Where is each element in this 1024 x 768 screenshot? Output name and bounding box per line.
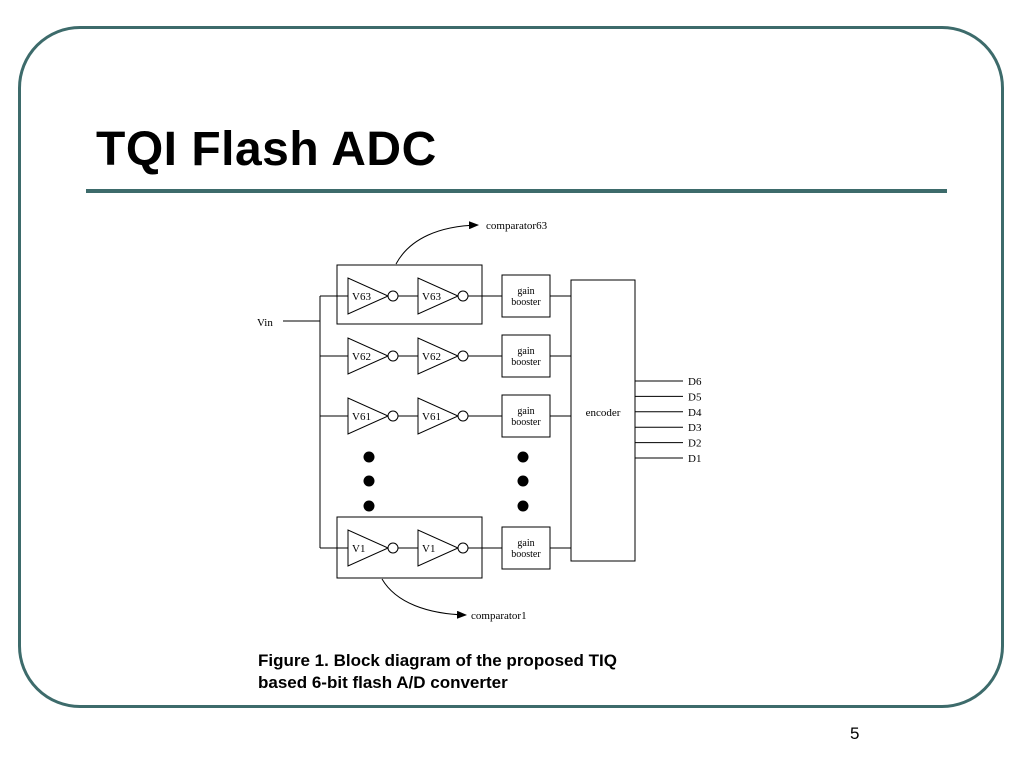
inverter-bubble <box>457 290 469 302</box>
gain-booster-block <box>501 334 551 378</box>
inverter-triangle <box>417 529 460 567</box>
inverter-bubble <box>457 350 469 362</box>
inverter-label: V62 <box>352 351 371 363</box>
figure-caption: Figure 1. Block diagram of the proposed … <box>258 650 778 694</box>
inverter-triangle <box>347 277 390 315</box>
inverter-triangle <box>347 397 390 435</box>
inverter-label: V62 <box>422 351 441 363</box>
comparator1-label: comparator1 <box>471 610 527 622</box>
inverter-label: V1 <box>422 543 435 555</box>
title-underline <box>86 189 947 193</box>
gain-booster-label: gain <box>517 286 534 297</box>
ellipsis-dot <box>517 500 529 512</box>
output-label: D1 <box>688 453 701 465</box>
gain-booster-label: booster <box>511 549 541 560</box>
output-label: D2 <box>688 438 701 450</box>
vin-label: Vin <box>257 317 273 329</box>
inverter-triangle <box>417 397 460 435</box>
page-number: 5 <box>850 724 860 743</box>
inverter-bubble <box>387 350 399 362</box>
inverter-bubble <box>457 542 469 554</box>
caption-line-1: Figure 1. Block diagram of the proposed … <box>258 651 617 670</box>
inverter-label: V1 <box>352 543 365 555</box>
inverter-triangle <box>417 337 460 375</box>
output-label: D5 <box>688 391 702 403</box>
inverter-bubble <box>387 410 399 422</box>
inverter-triangle <box>347 337 390 375</box>
gain-booster-label: gain <box>517 406 534 417</box>
inverter-bubble <box>387 290 399 302</box>
slide-frame <box>18 26 1004 708</box>
ellipsis-dot <box>517 475 529 487</box>
ellipsis-dot <box>517 451 529 463</box>
slide-title: TQI Flash ADC <box>96 123 437 176</box>
comparator63-arrow <box>395 221 479 265</box>
inverter-triangle <box>417 277 460 315</box>
inverter-label: V61 <box>352 411 371 423</box>
inverter-bubble <box>387 542 399 554</box>
gain-booster-label: gain <box>517 538 534 549</box>
gain-booster-label: booster <box>511 357 541 368</box>
gain-booster-label: booster <box>511 297 541 308</box>
gain-booster-label: booster <box>511 417 541 428</box>
gain-booster-block <box>501 526 551 570</box>
gain-booster-label: gain <box>517 346 534 357</box>
ellipsis-dot <box>363 451 375 463</box>
comparator63-box <box>336 264 483 325</box>
inverter-bubble <box>457 410 469 422</box>
ellipsis-dot <box>363 475 375 487</box>
inverter-triangle <box>347 529 390 567</box>
encoder-block <box>570 279 636 562</box>
output-label: D6 <box>688 376 702 388</box>
encoder-label: encoder <box>586 407 621 419</box>
inverter-label: V63 <box>352 291 371 303</box>
inverter-label: V63 <box>422 291 441 303</box>
output-label: D3 <box>688 422 702 434</box>
caption-line-2: based 6-bit flash A/D converter <box>258 673 508 692</box>
comparator63-label: comparator63 <box>486 220 548 232</box>
ellipsis-dot <box>363 500 375 512</box>
comparator1-arrow <box>381 578 467 619</box>
inverter-label: V61 <box>422 411 441 423</box>
output-label: D4 <box>688 407 702 419</box>
gain-booster-block <box>501 394 551 438</box>
